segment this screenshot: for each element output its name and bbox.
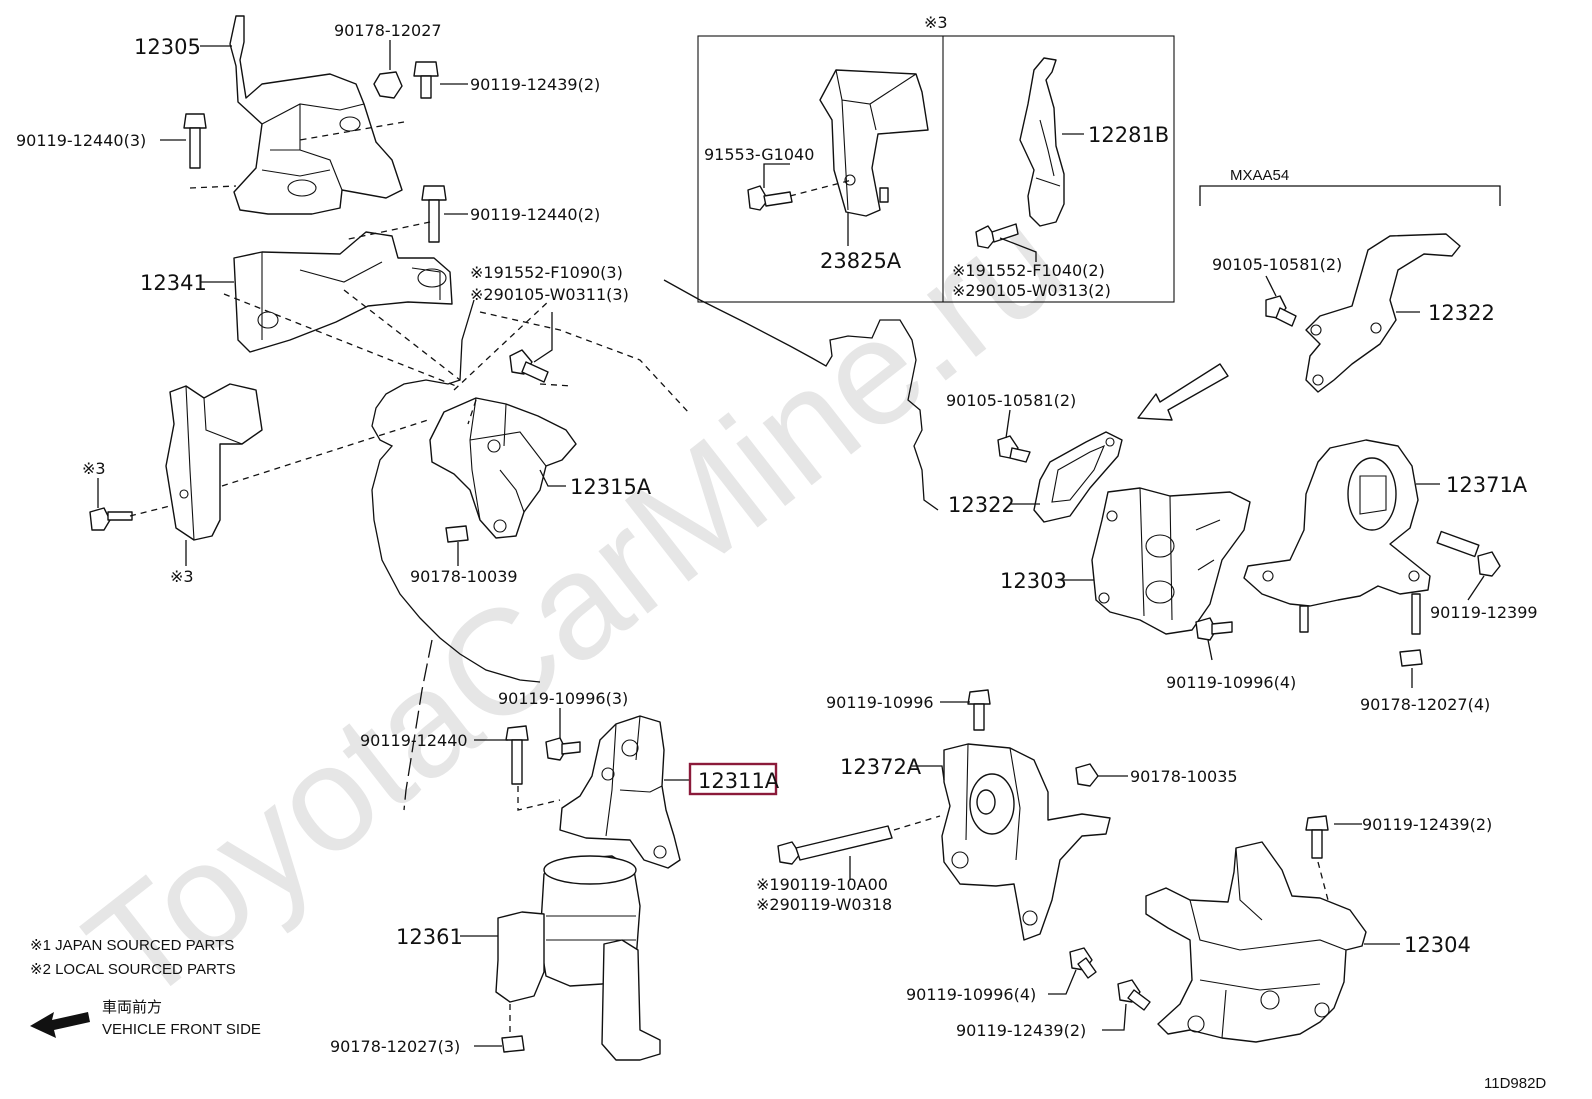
- label-23825A[interactable]: 23825A: [820, 249, 902, 273]
- label-90119-12440[interactable]: 90119-12440: [360, 731, 468, 750]
- part-12372A[interactable]: [941, 743, 1111, 941]
- label-12341[interactable]: 12341: [140, 271, 207, 295]
- bolt-note3[interactable]: [89, 507, 133, 531]
- label-90119-10996-4b[interactable]: 90119-10996(4): [906, 985, 1036, 1004]
- diagram-code: 11D982D: [1484, 1075, 1546, 1092]
- vehicle-front-arrow-icon: [30, 1012, 90, 1038]
- bolt-90105-10581-mid[interactable]: [997, 435, 1031, 463]
- label-12322-mid[interactable]: 12322: [948, 493, 1015, 517]
- part-23825A[interactable]: [819, 69, 929, 217]
- label-12305[interactable]: 12305: [134, 35, 201, 59]
- legend-direction-en: VEHICLE FRONT SIDE: [102, 1021, 261, 1038]
- label-91553-G1040[interactable]: 91553-G1040: [704, 145, 814, 164]
- label-12372A[interactable]: 12372A: [840, 755, 922, 779]
- label-12315A[interactable]: 12315A: [570, 475, 652, 499]
- part-12303[interactable]: [1091, 487, 1251, 635]
- bolt-90119-12440-2[interactable]: [421, 185, 447, 243]
- label-191552-F1040[interactable]: ※191552-F1040(2): [952, 261, 1105, 280]
- part-12304[interactable]: [1145, 841, 1367, 1043]
- label-90178-12027-4[interactable]: 90178-12027(4): [1360, 695, 1490, 714]
- label-90119-12439-2[interactable]: 90119-12439(2): [470, 75, 600, 94]
- legend-direction-jp: 車両前方: [102, 999, 162, 1016]
- bolt-90119-10996-4a[interactable]: [1195, 617, 1233, 641]
- part-12341[interactable]: [233, 231, 453, 353]
- direction-arrow-mid: [1137, 363, 1229, 421]
- bolt-90119-12439-top[interactable]: [413, 61, 439, 99]
- label-290105-W0313[interactable]: ※290105-W0313(2): [952, 281, 1111, 300]
- bolt-90119-10996-top[interactable]: [967, 689, 991, 731]
- part-12371A[interactable]: [1243, 439, 1431, 635]
- label-90119-12440-3[interactable]: 90119-12440(3): [16, 131, 146, 150]
- part-12311A[interactable]: [559, 715, 681, 869]
- leader-lines: [97, 40, 1485, 1047]
- bolt-90119-12439-2b[interactable]: [1305, 815, 1329, 859]
- label-note3-bracket[interactable]: ※3: [170, 567, 194, 586]
- label-12361[interactable]: 12361: [396, 925, 463, 949]
- nut-90178-12027-4[interactable]: [1399, 649, 1423, 667]
- label-90178-12027-3[interactable]: 90178-12027(3): [330, 1037, 460, 1056]
- label-90105-10581-mid[interactable]: 90105-10581(2): [946, 391, 1076, 410]
- label-12371A[interactable]: 12371A: [1446, 473, 1528, 497]
- bolt-90119-10996-3[interactable]: [545, 737, 581, 761]
- label-90119-12439-2b[interactable]: 90119-12439(2): [1362, 815, 1492, 834]
- label-290105-W0311[interactable]: ※290105-W0311(3): [470, 285, 629, 304]
- label-190119-10A00[interactable]: ※190119-10A00: [756, 875, 888, 894]
- label-90178-10039[interactable]: 90178-10039: [410, 567, 518, 586]
- bolt-90119-12440-bottom[interactable]: [505, 725, 529, 785]
- highlight-box-12311A: [688, 762, 778, 796]
- nut-90178-10039[interactable]: [445, 525, 469, 543]
- label-12303[interactable]: 12303: [1000, 569, 1067, 593]
- bolt-91553-G1040[interactable]: [747, 185, 793, 211]
- bracket-note3[interactable]: [165, 383, 263, 541]
- label-note3-box: ※3: [924, 13, 948, 32]
- bolt-190119-10A00[interactable]: [777, 825, 893, 865]
- mxaa54-bracket: [1199, 185, 1501, 206]
- part-labels: 12305 90178-12027 90119-12439(2) 90119-1…: [16, 13, 1538, 1056]
- label-90178-12027[interactable]: 90178-12027: [334, 21, 442, 40]
- bolt-90119-10996-4b[interactable]: [1069, 947, 1097, 979]
- bolt-191552-F1090[interactable]: [509, 349, 549, 383]
- bolt-90119-12399[interactable]: [1436, 530, 1501, 577]
- part-12281B[interactable]: [1019, 57, 1065, 227]
- label-191552-F1090[interactable]: ※191552-F1090(3): [470, 263, 623, 282]
- label-12311A[interactable]: 12311A: [698, 769, 780, 793]
- bolt-90119-12439-2c[interactable]: [1117, 979, 1151, 1011]
- bolt-191552-F1040[interactable]: [975, 223, 1019, 249]
- part-12361[interactable]: [495, 855, 661, 1061]
- bolt-90119-12440-3[interactable]: [183, 113, 207, 169]
- label-90119-12440-2[interactable]: 90119-12440(2): [470, 205, 600, 224]
- label-12322-top[interactable]: 12322: [1428, 301, 1495, 325]
- nut-90178-12027[interactable]: [373, 71, 403, 99]
- label-12281B[interactable]: 12281B: [1088, 123, 1169, 147]
- label-290119-W0318[interactable]: ※290119-W0318: [756, 895, 892, 914]
- bolt-90105-10581-top[interactable]: [1265, 295, 1297, 327]
- label-mxaa54: MXAA54: [1230, 167, 1289, 184]
- label-90105-10581-top[interactable]: 90105-10581(2): [1212, 255, 1342, 274]
- label-90178-10035[interactable]: 90178-10035: [1130, 767, 1238, 786]
- label-90119-12439-2c[interactable]: 90119-12439(2): [956, 1021, 1086, 1040]
- label-90119-10996[interactable]: 90119-10996: [826, 693, 934, 712]
- legend-note2: ※2 LOCAL SOURCED PARTS: [30, 961, 236, 978]
- label-note3-bolt[interactable]: ※3: [82, 459, 106, 478]
- legend: ※1 JAPAN SOURCED PARTS ※2 LOCAL SOURCED …: [30, 937, 261, 1038]
- nut-90178-12027-3[interactable]: [501, 1035, 525, 1053]
- label-90119-10996-4a[interactable]: 90119-10996(4): [1166, 673, 1296, 692]
- label-90119-12399[interactable]: 90119-12399: [1430, 603, 1538, 622]
- note3-box: [697, 35, 1175, 303]
- legend-note1: ※1 JAPAN SOURCED PARTS: [30, 937, 234, 954]
- part-12322-top[interactable]: [1305, 233, 1461, 393]
- label-12304[interactable]: 12304: [1404, 933, 1471, 957]
- nut-90178-10035[interactable]: [1075, 763, 1099, 787]
- label-90119-10996-3[interactable]: 90119-10996(3): [498, 689, 628, 708]
- part-12305-assembly[interactable]: [229, 15, 403, 215]
- part-12322-mid[interactable]: [1033, 431, 1123, 523]
- part-12315A[interactable]: [429, 397, 577, 539]
